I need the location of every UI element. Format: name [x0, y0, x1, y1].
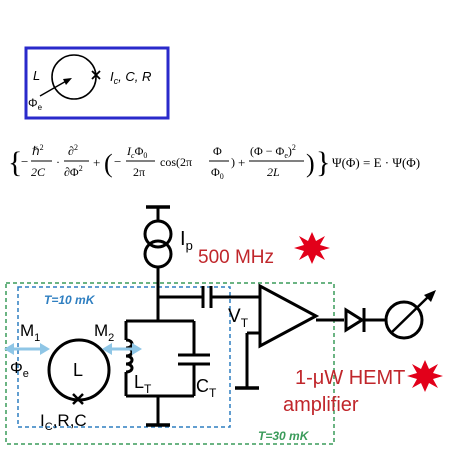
inset-L-label: L	[33, 68, 40, 83]
eq-phi-num: Φ	[213, 144, 222, 158]
coupling-arrow-left	[4, 343, 50, 355]
eq-hbar-sq: ℏ2	[32, 143, 44, 158]
amp-text-line2: amplifier	[283, 394, 359, 416]
eq-rhs: Ψ(Φ) = E · Ψ(Φ)	[332, 155, 420, 170]
hemt-amplifier-triangle	[258, 283, 320, 349]
inset-flux-label: Φe	[28, 96, 43, 112]
eq-2pi: 2π	[133, 165, 145, 179]
junction-params-label: IC,R,C	[40, 411, 87, 433]
eq-brace-open: {	[8, 146, 22, 179]
loop-flux-label: Φe	[10, 360, 29, 380]
inset-flux-arrow-line	[39, 79, 69, 97]
eq-partial-phi: ∂Φ2	[64, 164, 83, 179]
meter-icon	[384, 300, 424, 340]
current-source-circle-upper	[143, 219, 173, 249]
burst-icon-hemt	[407, 360, 443, 392]
eq-plus-2: +	[238, 155, 245, 170]
meter-needle	[390, 296, 429, 334]
inset-border	[24, 46, 170, 120]
voltage-label: VT	[228, 306, 249, 330]
eq-brace-close: }	[316, 146, 330, 179]
eq-minus-2: −	[114, 154, 121, 169]
tank-inductor-label: LT	[134, 372, 152, 396]
eq-close-cos: )	[231, 155, 235, 169]
eq-minus-1: −	[21, 154, 28, 169]
squid-junction-cross-b	[72, 393, 84, 405]
eq-paren-close: )	[306, 149, 315, 178]
squid-L-label: L	[73, 360, 83, 380]
inner-cryo-box	[17, 286, 231, 428]
outer-temp-label: T=30 mK	[258, 429, 310, 443]
outer-cryo-box	[5, 282, 335, 445]
readout-circuit: Ip 500 MHz LT CT L	[4, 205, 443, 445]
eq-2l: 2L	[267, 165, 280, 179]
tank-cap-label: CT	[196, 376, 217, 400]
eq-2c: 2C	[31, 165, 46, 179]
eq-cos: cos(2π	[160, 155, 192, 169]
eq-phi0-den: Φ0	[211, 165, 224, 181]
inset-junction-label: Ic, C, R	[110, 69, 151, 86]
current-source-circle-lower	[143, 239, 173, 269]
mutual-m1-label: M1	[20, 321, 40, 344]
diode-triangle	[344, 307, 365, 333]
eq-partial-sq: ∂2	[68, 143, 78, 158]
current-source-label: Ip	[180, 228, 193, 253]
inner-temp-label: T=10 mK	[44, 293, 96, 307]
coupling-arrow-right	[102, 343, 142, 355]
mutual-m2-label: M2	[94, 321, 114, 344]
eq-ic-phi0: IcΦ0	[126, 144, 147, 160]
burst-icon-frequency	[294, 232, 330, 264]
hamiltonian-equation: { − ℏ2 2C · ∂2 ∂Φ2 + ( − IcΦ0 2π cos(2π …	[8, 143, 420, 181]
amp-text-line1: 1-μW HEMT	[295, 367, 405, 389]
inset-flux-arrowhead	[63, 78, 72, 85]
eq-plus-1: +	[93, 155, 100, 170]
meter-needle-head	[424, 290, 436, 302]
inset-junction-cross-b	[91, 70, 101, 80]
inset-loop	[51, 54, 97, 100]
eq-paren-open: (	[104, 149, 113, 178]
tank-inductor-coil	[125, 338, 134, 374]
eq-dot: ·	[56, 155, 60, 169]
rf-squid-inset: L Φe Ic, C, R	[24, 46, 170, 120]
eq-quad-num: (Φ − Φe)2	[250, 143, 296, 160]
frequency-label: 500 MHz	[198, 247, 274, 268]
